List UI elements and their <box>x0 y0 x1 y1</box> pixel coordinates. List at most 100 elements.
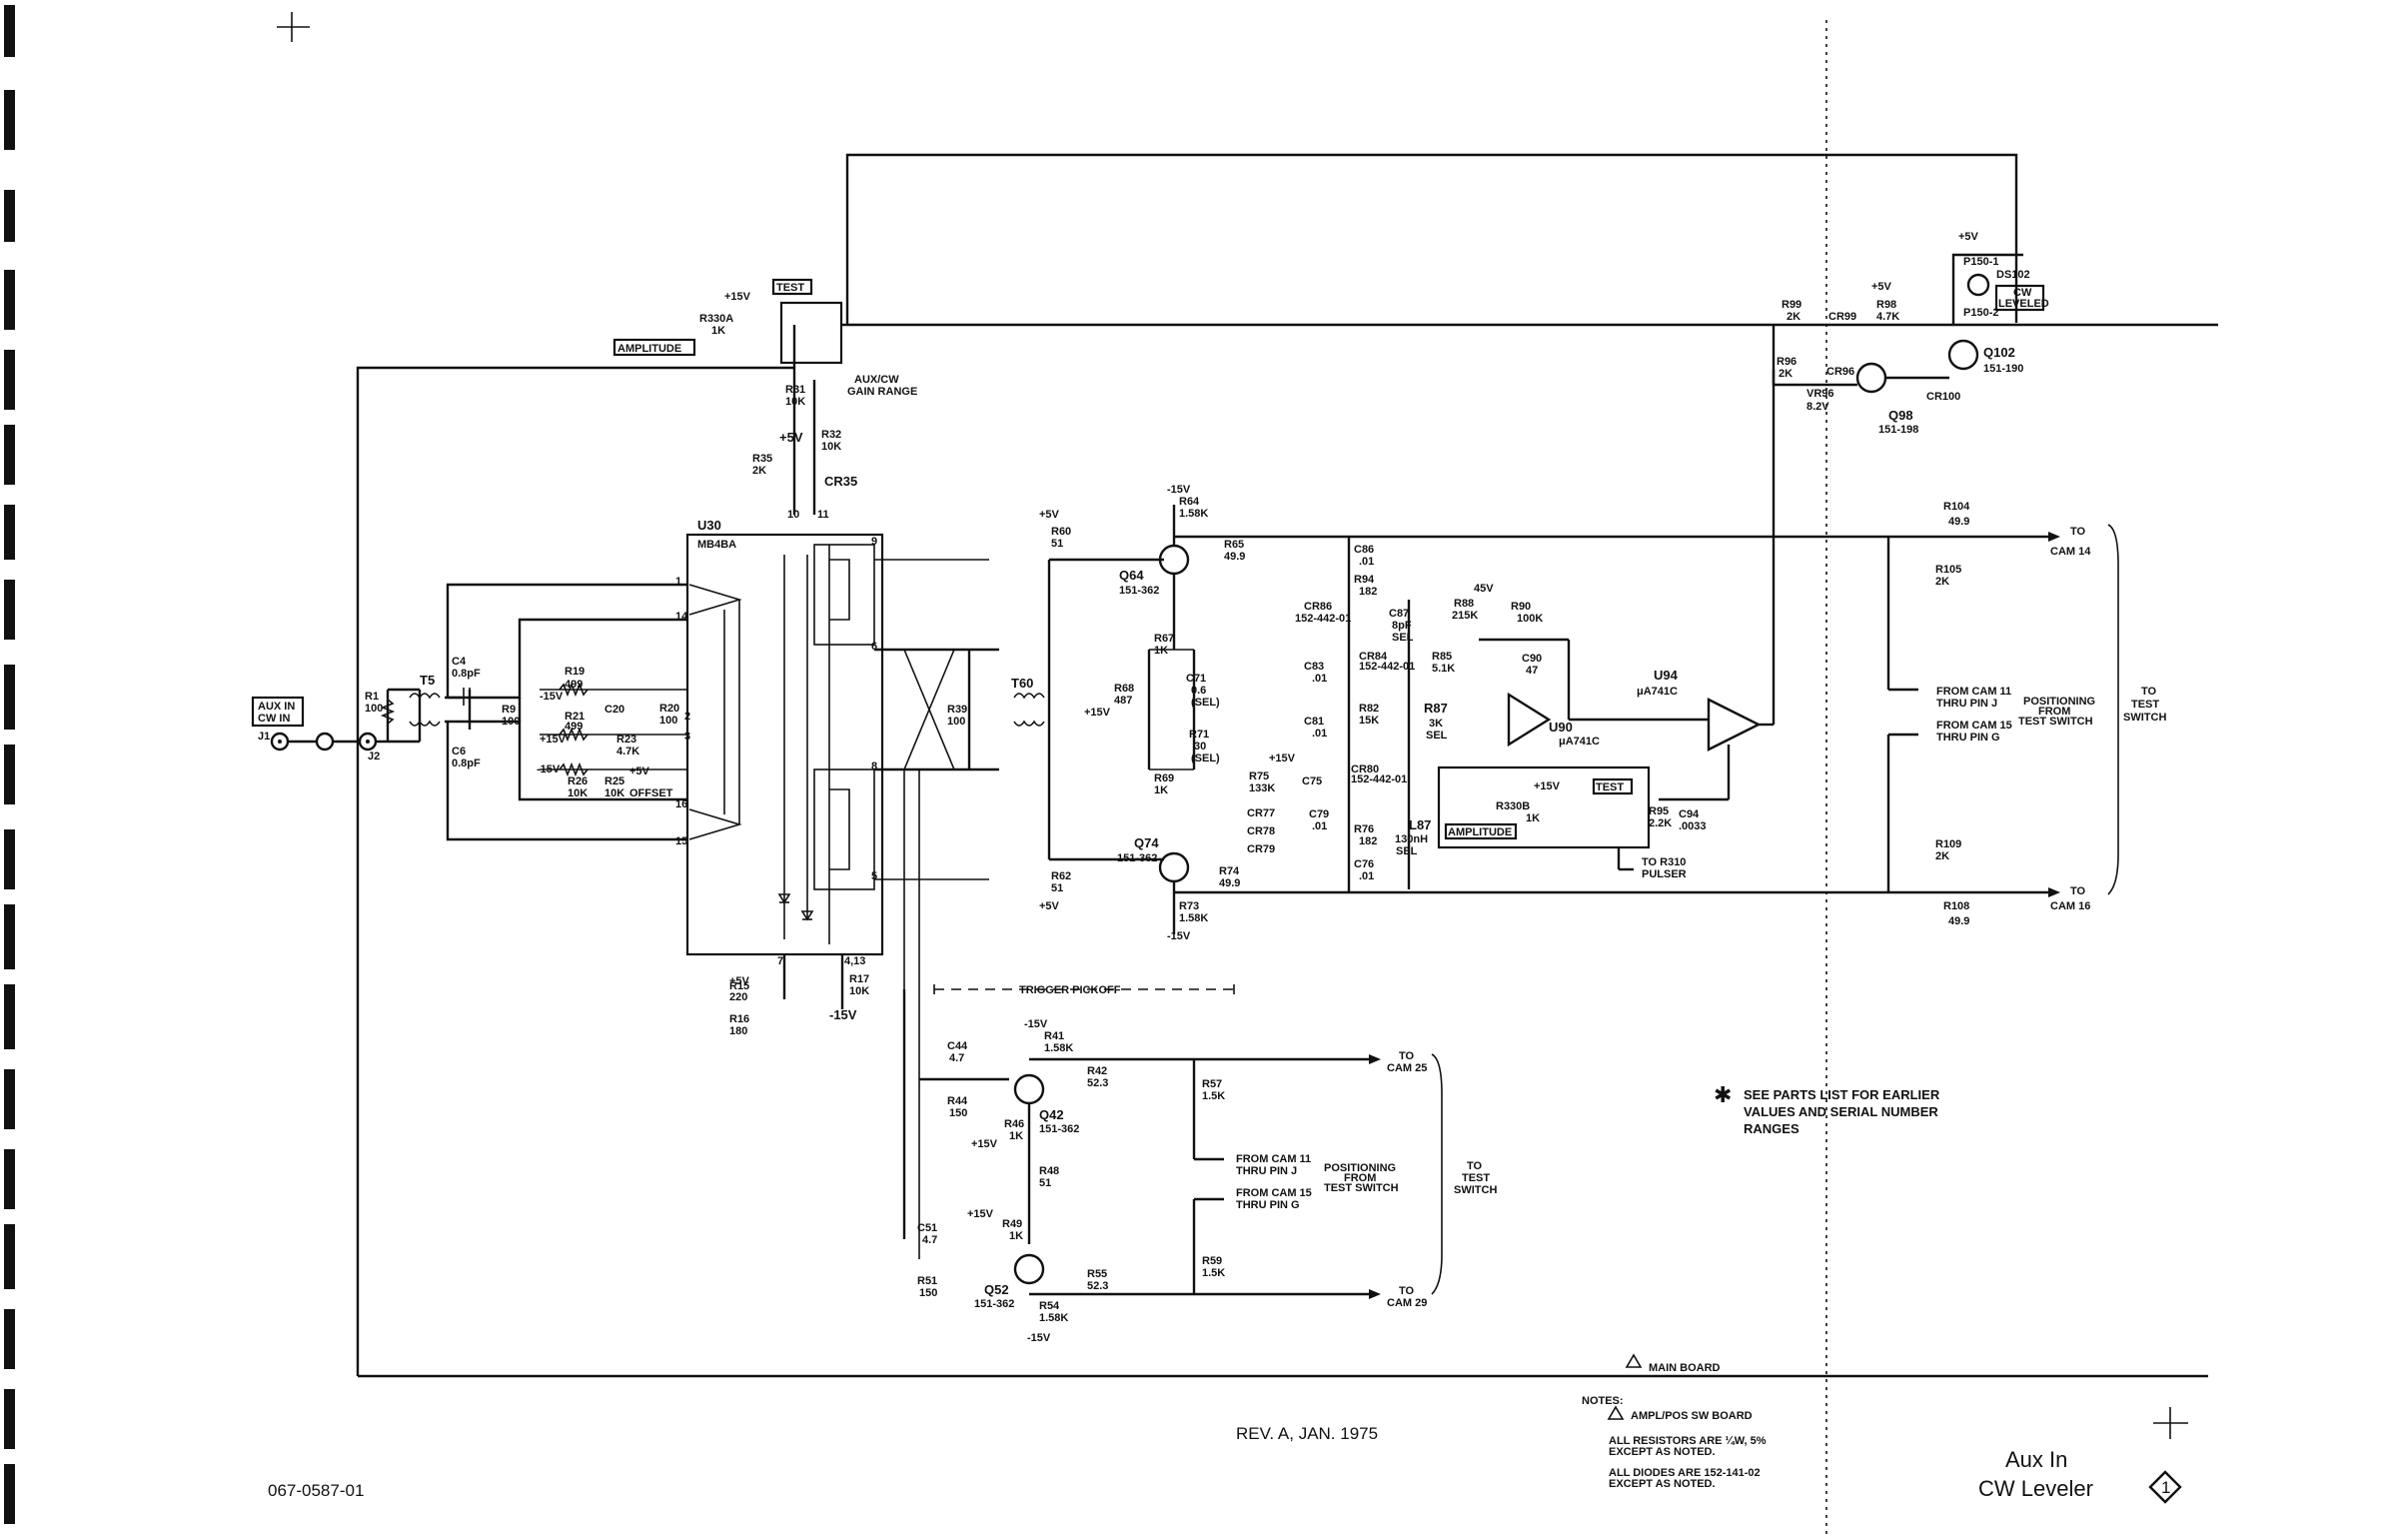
svg-text:R75: R75 <box>1249 770 1269 782</box>
svg-text:100: 100 <box>947 716 965 728</box>
svg-text:51: 51 <box>1051 538 1063 550</box>
revision-label: REV. A, JAN. 1975 <box>1236 1424 1378 1443</box>
svg-text:+5V: +5V <box>629 766 650 777</box>
svg-text:1: 1 <box>675 576 681 588</box>
svg-text:+15V: +15V <box>540 734 567 746</box>
svg-text:R82: R82 <box>1359 703 1379 715</box>
svg-text:.0033: .0033 <box>1679 820 1707 832</box>
svg-text:C76: C76 <box>1354 858 1374 870</box>
svg-text:152-442-01: 152-442-01 <box>1351 773 1407 785</box>
q42-label: Q42 <box>1039 1107 1064 1122</box>
cross-wiring <box>874 559 989 1259</box>
svg-text:182: 182 <box>1359 835 1377 847</box>
trigger-pickoff-label: TRIGGER PICKOFF <box>1019 984 1121 996</box>
svg-text:THRU PIN G: THRU PIN G <box>1236 1199 1300 1211</box>
binding-hole <box>4 425 15 485</box>
registration-mark-top-left <box>277 12 310 42</box>
svg-text:(SEL): (SEL) <box>1191 697 1220 709</box>
svg-text:(SEL): (SEL) <box>1191 753 1220 765</box>
svg-text:R1: R1 <box>365 691 379 703</box>
svg-text:100: 100 <box>365 703 383 715</box>
svg-text:150: 150 <box>919 1287 937 1299</box>
svg-text:POSITIONING: POSITIONING <box>1324 1162 1396 1174</box>
binding-hole <box>4 270 15 330</box>
svg-text:4.7: 4.7 <box>922 1234 937 1246</box>
svg-text:45V: 45V <box>1474 583 1494 595</box>
svg-text:C90: C90 <box>1522 653 1542 665</box>
svg-text:-15V: -15V <box>1167 930 1191 942</box>
svg-text:49.9: 49.9 <box>1948 516 1969 528</box>
svg-text:7: 7 <box>777 955 783 967</box>
svg-text:TO: TO <box>2141 686 2157 698</box>
u30-bottom-bias: +5V R15 220 R16 180 R17 10K -15V <box>729 954 869 1037</box>
title-line1: Aux In <box>2005 1447 2067 1472</box>
svg-text:+5V: +5V <box>1039 509 1060 521</box>
svg-text:52.3: 52.3 <box>1087 1077 1108 1089</box>
svg-text:C79: C79 <box>1309 808 1329 820</box>
svg-text:R35: R35 <box>752 453 772 465</box>
svg-text:1.58K: 1.58K <box>1044 1042 1073 1054</box>
svg-text:0.6: 0.6 <box>1191 685 1206 697</box>
binding-hole <box>4 5 15 57</box>
svg-text:1.58K: 1.58K <box>1179 912 1208 924</box>
svg-text:R95: R95 <box>1649 805 1669 817</box>
svg-text:TO: TO <box>1399 1050 1415 1062</box>
svg-text:R57: R57 <box>1202 1078 1222 1090</box>
svg-text:THRU PIN G: THRU PIN G <box>1936 732 2000 744</box>
to-cam25-label: CAM 25 <box>1387 1062 1427 1074</box>
svg-text:R65: R65 <box>1224 539 1244 551</box>
binding-hole <box>4 505 15 560</box>
svg-text:TEST SWITCH: TEST SWITCH <box>2018 716 2093 728</box>
svg-text:1.58K: 1.58K <box>1179 508 1208 520</box>
binding-hole <box>4 1149 15 1209</box>
svg-text:10K: 10K <box>785 396 805 408</box>
svg-text:R104: R104 <box>1943 501 1970 513</box>
binding-hole <box>4 829 15 889</box>
star-note-3: RANGES <box>1744 1121 1800 1136</box>
svg-text:C71: C71 <box>1186 673 1206 685</box>
svg-text:P150-2: P150-2 <box>1963 307 1998 319</box>
svg-text:2K: 2K <box>752 465 766 477</box>
svg-text:R96: R96 <box>1777 356 1797 368</box>
svg-text:R21: R21 <box>565 711 585 723</box>
binding-hole <box>4 1389 15 1449</box>
q52-transistor: Q52 151-362 C51 4.7 R51 150 +15V R49 1K … <box>917 1208 1427 1344</box>
svg-text:R9: R9 <box>502 704 516 716</box>
svg-text:C86: C86 <box>1354 544 1374 556</box>
svg-text:CR99: CR99 <box>1828 311 1856 323</box>
svg-text:1K: 1K <box>711 325 725 337</box>
svg-text:151-190: 151-190 <box>1983 363 2023 375</box>
svg-text:1.58K: 1.58K <box>1039 1312 1068 1324</box>
svg-text:133K: 133K <box>1249 782 1275 794</box>
q74-label: Q74 <box>1134 835 1159 850</box>
svg-text:SEL: SEL <box>1426 730 1448 742</box>
svg-text:47: 47 <box>1526 665 1538 677</box>
svg-text:151-362: 151-362 <box>1117 852 1157 864</box>
svg-text:R64: R64 <box>1179 496 1200 508</box>
detector-network: C86 .01 R94 182 CR86 152-442-01 C87 8pF … <box>1247 537 1455 892</box>
svg-text:EXCEPT AS NOTED.: EXCEPT AS NOTED. <box>1609 1446 1716 1458</box>
svg-text:μA741C: μA741C <box>1559 736 1600 748</box>
svg-text:μA741C: μA741C <box>1637 686 1678 698</box>
svg-text:R330B: R330B <box>1496 800 1530 812</box>
binding-hole <box>4 1069 15 1129</box>
amplitude-box2-label: AMPLITUDE <box>1448 826 1512 838</box>
svg-text:R67: R67 <box>1154 633 1174 645</box>
svg-text:9: 9 <box>871 536 877 548</box>
svg-text:CR96: CR96 <box>1826 366 1854 378</box>
svg-text:3: 3 <box>684 731 690 743</box>
svg-text:R46: R46 <box>1004 1118 1024 1130</box>
svg-text:CR100: CR100 <box>1926 391 1960 403</box>
svg-text:100K: 100K <box>1517 613 1543 625</box>
l87-label: L87 <box>1409 817 1431 832</box>
svg-text:C75: C75 <box>1302 775 1322 787</box>
svg-text:49.9: 49.9 <box>1224 551 1245 563</box>
svg-text:LEVELED: LEVELED <box>1998 298 2049 310</box>
svg-text:-15V: -15V <box>1027 1332 1051 1344</box>
svg-text:1K: 1K <box>1526 812 1540 824</box>
svg-text:R31: R31 <box>785 384 805 396</box>
svg-text:2K: 2K <box>1935 850 1949 862</box>
test-switch-top: TEST AMPLITUDE +15V R330A 1K <box>612 278 847 365</box>
bias-network: R19 499 R21 499 -15V +15V C20 R20 100 R2… <box>537 666 687 799</box>
svg-text:215K: 215K <box>1452 610 1478 622</box>
